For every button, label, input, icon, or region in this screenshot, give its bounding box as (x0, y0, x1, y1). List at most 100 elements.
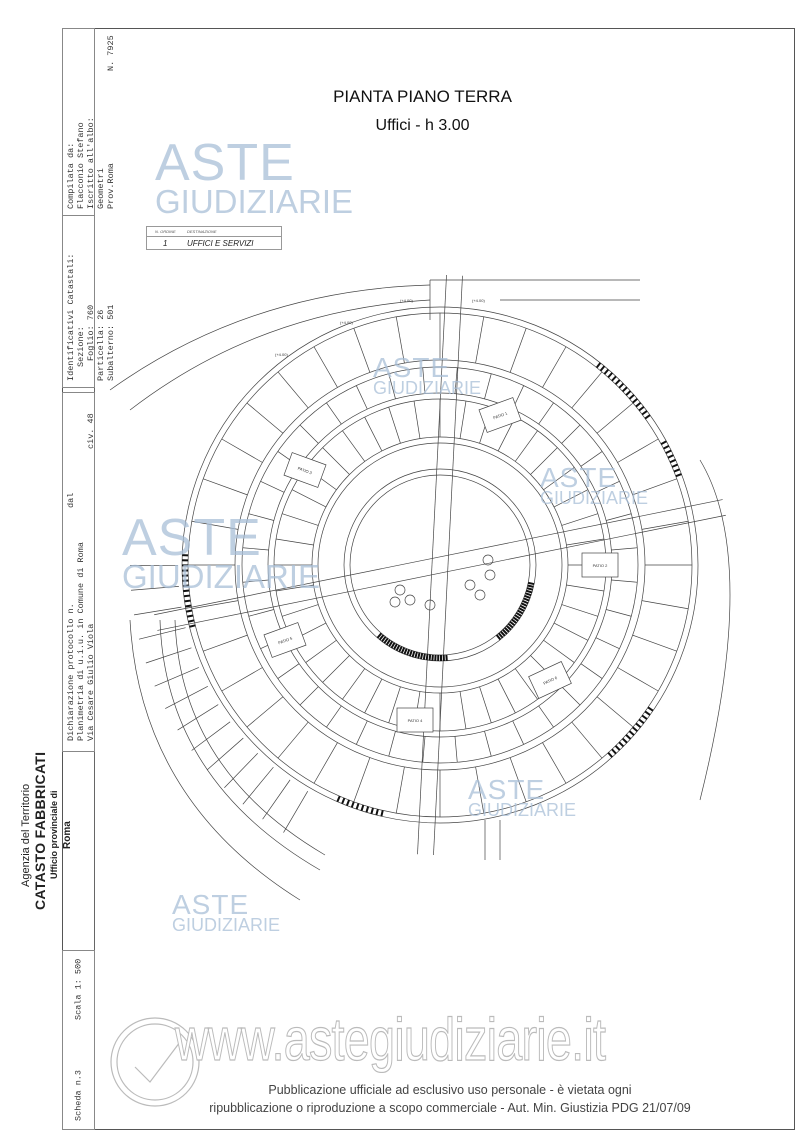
radial-wall (277, 371, 309, 409)
column (474, 589, 486, 601)
patio-label: PATIO 4 (408, 718, 424, 723)
radial-wall (454, 367, 458, 394)
facade-panel (607, 372, 613, 379)
patio-label: PATIO 3 (297, 466, 313, 476)
facade-panel (621, 386, 628, 393)
level-label: (+4.00) (340, 320, 353, 325)
core-panel (376, 632, 383, 639)
radial-wall (553, 489, 589, 508)
radial-wall (313, 346, 338, 388)
radial-wall (459, 691, 467, 730)
radial-wall (454, 736, 458, 763)
legend-col-number: N. ORDINE (155, 229, 176, 234)
facade-panel (183, 594, 190, 598)
radial-wall (322, 655, 350, 683)
corridor-wall (157, 572, 442, 631)
radial-wall (611, 547, 638, 551)
radial-wall (566, 538, 605, 546)
radial-wall (617, 438, 659, 463)
step (191, 721, 231, 751)
facade-panel (641, 714, 648, 720)
outer-arc (699, 459, 731, 801)
patio-label: PATIO 2 (593, 563, 609, 568)
core-panel (500, 630, 506, 637)
patio-label: PATIO 1 (492, 410, 508, 420)
facade-panel (632, 726, 638, 732)
facade-panel (628, 730, 635, 736)
radial-wall (395, 316, 405, 364)
level-label: (+4.00) (275, 352, 288, 357)
level-label: (+4.00) (400, 298, 413, 303)
core-panel (511, 618, 518, 624)
radial-wall (353, 328, 371, 373)
core-panel (495, 634, 502, 641)
core-panel (526, 587, 534, 591)
core-panel (522, 599, 529, 605)
facade-panel (595, 362, 602, 369)
facade-panel (186, 609, 193, 613)
radial-wall (641, 520, 689, 530)
facade-panel (189, 624, 196, 628)
step (133, 606, 182, 616)
facade-panel (607, 751, 613, 758)
core-panel (428, 654, 432, 661)
radial-wall (509, 328, 527, 373)
level-label: (+4.00) (472, 298, 485, 303)
radial-wall (561, 424, 581, 444)
radial-wall (364, 416, 383, 452)
radial-wall (291, 489, 327, 508)
radial-wall (538, 402, 554, 425)
core-panel (518, 607, 525, 612)
radial-wall (191, 520, 239, 530)
core-panel (425, 653, 429, 661)
core-panel (521, 602, 528, 607)
radial-wall (322, 447, 350, 475)
patio: PATIO 3 (283, 452, 327, 488)
radial-wall (553, 622, 589, 641)
facade-panel (644, 710, 651, 716)
column (389, 596, 401, 608)
column (484, 569, 496, 581)
facade-panel (673, 468, 680, 473)
facade-panel (365, 806, 370, 813)
radial-wall (632, 634, 677, 652)
core-panel (383, 637, 389, 644)
patio-label: PATIO 5 (277, 635, 293, 645)
radial-wall (275, 538, 314, 546)
core-panel (388, 640, 394, 647)
step (177, 704, 219, 731)
facade-panel (641, 410, 648, 416)
core-panel (509, 620, 516, 627)
core-panel (398, 646, 403, 653)
facade-panel (667, 454, 674, 459)
facade-panel (638, 406, 645, 412)
corridor-wall (438, 499, 723, 558)
radial-wall (580, 663, 603, 679)
radial-wall (203, 634, 248, 652)
radial-wall (356, 720, 368, 745)
step (242, 766, 274, 805)
facade-panel (621, 737, 628, 744)
core-panel (512, 616, 519, 622)
radial-wall (342, 430, 366, 462)
radial-wall (299, 424, 319, 444)
radial-wall (606, 513, 632, 521)
outer-arc (109, 284, 431, 391)
core-panel (517, 609, 524, 615)
radial-wall (606, 609, 632, 617)
radial-wall (326, 402, 342, 425)
patio: PATIO 1 (478, 397, 522, 433)
facade-panel (380, 810, 384, 817)
facade-panel (632, 398, 638, 404)
ring-wall (317, 442, 563, 688)
radial-wall (277, 721, 309, 759)
footer-line-2: ripubblicazione o riproduzione a scopo c… (209, 1101, 691, 1115)
radial-wall (246, 696, 284, 728)
plan-title: PIANTA PIANO TERRA (333, 87, 512, 106)
radial-wall (566, 584, 605, 592)
core-panel (497, 632, 504, 639)
radial-wall (617, 667, 659, 692)
